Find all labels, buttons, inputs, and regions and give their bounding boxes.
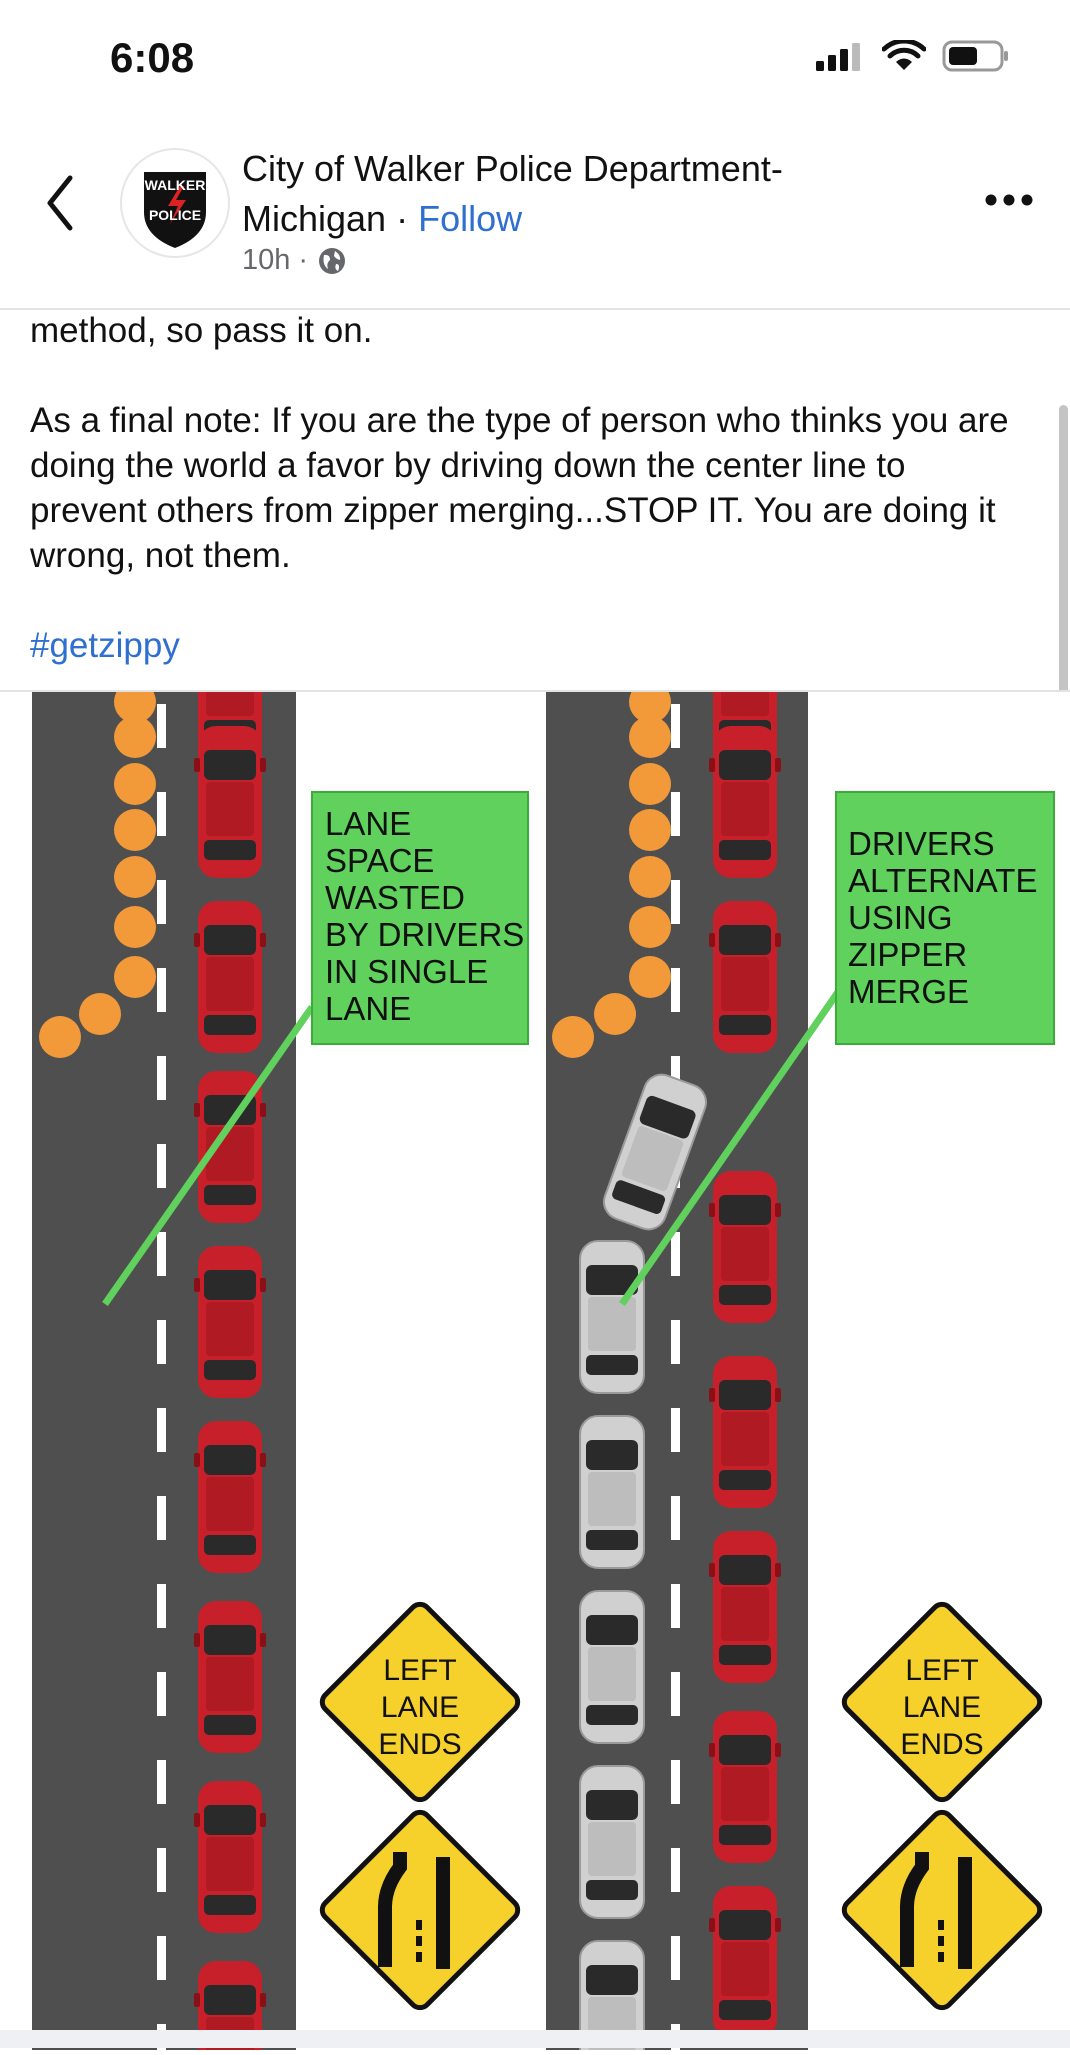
- back-arrow-icon[interactable]: [40, 168, 80, 238]
- left-merge-symbol-sign: [318, 1808, 522, 2012]
- lane-dash: [671, 1672, 680, 1716]
- infographic-text-line: LANE: [325, 990, 411, 1027]
- left-callout-box: [311, 791, 529, 1045]
- hashtag-link[interactable]: #getzippy: [30, 626, 180, 665]
- infographic-text-line: DRIVERS: [848, 825, 995, 862]
- lane-dash: [157, 704, 166, 748]
- lane-dash: [671, 880, 680, 924]
- infographic-text-line: LANE: [903, 1691, 981, 1724]
- left-callout-pointer: [102, 1004, 315, 1307]
- infographic-text-line: IN SINGLE: [325, 953, 488, 990]
- lane-dash: [157, 1496, 166, 1540]
- name-separator: ·: [386, 198, 419, 239]
- lane-dash: [157, 1936, 166, 1980]
- lane-dash: [157, 880, 166, 924]
- lane-dash: [671, 1408, 680, 1452]
- status-time: 6:08: [110, 34, 195, 81]
- lane-dash: [671, 1496, 680, 1540]
- lane-dash: [157, 1584, 166, 1628]
- post-text: method, so pass it on. As a final note: …: [30, 308, 1030, 668]
- lane-dash: [671, 1584, 680, 1628]
- lane-dash: [157, 1056, 166, 1100]
- lane-dash: [157, 1144, 166, 1188]
- lane-dash: [671, 704, 680, 748]
- infographic-text-line: ENDS: [378, 1728, 461, 1761]
- post-paragraph-2: As a final note: If you are the type of …: [30, 401, 1009, 575]
- lane-dash: [671, 968, 680, 1012]
- lane-dash: [671, 1848, 680, 1892]
- cellular-signal-icon: [816, 43, 860, 71]
- post-header: WALKER POLICE City of Walker Police Depa…: [0, 120, 1070, 310]
- lane-dash: [671, 1320, 680, 1364]
- lane-dash: [157, 1232, 166, 1276]
- infographic-text-line: LANE: [381, 1691, 459, 1724]
- lane-dash: [157, 1408, 166, 1452]
- left-lane-divider: [157, 704, 166, 2055]
- status-icons: [814, 40, 1010, 72]
- infographic-text-line: ENDS: [900, 1728, 983, 1761]
- globe-icon: [319, 247, 346, 274]
- right-callout-box: [835, 791, 1055, 1045]
- lane-dash: [157, 1760, 166, 1804]
- infographic-text-line: LEFT: [383, 1654, 456, 1687]
- infographic-text-line: SPACE: [325, 842, 434, 879]
- right-merge-symbol-sign: [840, 1808, 1044, 2012]
- more-options-icon[interactable]: [984, 192, 1034, 208]
- police-badge-logo: WALKER POLICE: [144, 172, 206, 248]
- logo-top-text: WALKER: [145, 177, 206, 193]
- infographic-text-line: LEFT: [905, 1654, 978, 1687]
- infographic-text-line: ALTERNATE: [848, 862, 1037, 899]
- status-bar: 6:08: [0, 0, 1070, 120]
- lane-dash: [671, 1232, 680, 1276]
- lane-dash: [671, 1936, 680, 1980]
- infographic-text-line: LANE: [325, 805, 411, 842]
- lane-dash: [157, 968, 166, 1012]
- infographic-text-line: MERGE: [848, 973, 969, 1010]
- infographic-text-line: ZIPPER: [848, 936, 967, 973]
- scrollbar[interactable]: [1059, 405, 1068, 905]
- right-callout-pointer: [619, 990, 841, 1306]
- lane-dash: [157, 1672, 166, 1716]
- follow-button[interactable]: Follow: [418, 198, 523, 239]
- post-meta: 10h ·: [242, 244, 348, 277]
- infographic-text-line: USING: [848, 899, 953, 936]
- bottom-bar: [0, 2030, 1070, 2048]
- lane-dash: [671, 1760, 680, 1804]
- lane-dash: [157, 1848, 166, 1892]
- lane-dash: [671, 792, 680, 836]
- post-line-1: method, so pass it on.: [30, 311, 373, 350]
- right-lane-ends-sign: LEFT LANE ENDS: [840, 1600, 1044, 1804]
- post-time[interactable]: 10h: [242, 244, 291, 276]
- page-name-text[interactable]: City of Walker Police Department-Michiga…: [242, 148, 783, 239]
- page-avatar[interactable]: WALKER POLICE: [120, 148, 230, 258]
- lane-dash: [157, 1320, 166, 1364]
- meta-separator: ·: [298, 244, 309, 276]
- left-lane-ends-sign: LEFT LANE ENDS: [318, 1600, 522, 1804]
- page-name: City of Walker Police Department-Michiga…: [242, 144, 882, 244]
- logo-bottom-text: POLICE: [149, 207, 201, 223]
- wifi-icon: [882, 40, 926, 70]
- infographic-text-line: BY DRIVERS: [325, 916, 524, 953]
- infographic-text-line: WASTED: [325, 879, 465, 916]
- battery-icon: [942, 40, 1008, 72]
- lane-dash: [157, 792, 166, 836]
